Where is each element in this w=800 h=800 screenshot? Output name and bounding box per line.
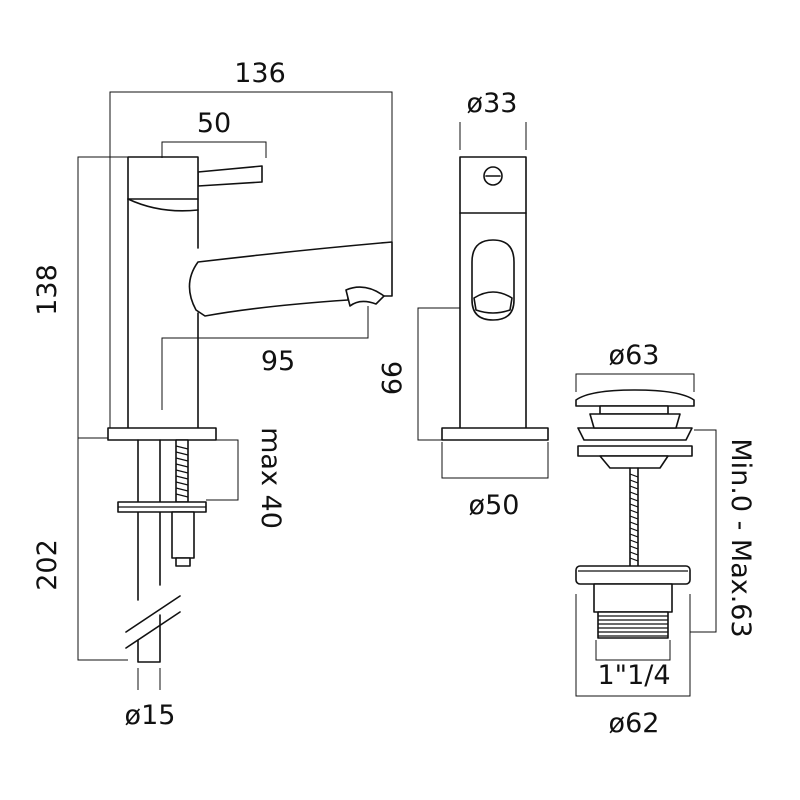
dim-cap-diameter: ø63 xyxy=(609,340,660,371)
body-cap xyxy=(127,156,199,200)
waste-cap xyxy=(575,389,695,407)
side-view-dimensions xyxy=(77,91,393,690)
spout xyxy=(188,241,393,317)
waste-spindle xyxy=(629,467,639,567)
tail-pipe xyxy=(137,439,161,663)
dim-spout-reach: 95 xyxy=(261,346,295,377)
dim-overall-reach: 136 xyxy=(234,58,286,89)
dim-body-diameter: ø33 xyxy=(467,88,518,119)
fixing-nut xyxy=(171,511,195,559)
dim-spout-height: 99 xyxy=(375,361,406,395)
tap-side-view xyxy=(107,156,393,663)
aerator xyxy=(345,286,385,307)
dim-lower-length: 202 xyxy=(32,539,63,591)
body-tube xyxy=(127,198,199,429)
dim-thread-size: 1"1/4 xyxy=(597,660,670,691)
waste-flange xyxy=(577,427,693,441)
dim-base-diameter: ø50 xyxy=(469,490,520,521)
waste-body xyxy=(593,583,673,613)
dim-tail-diameter: ø15 xyxy=(125,700,176,731)
base-plate xyxy=(107,427,217,441)
tap-front-view xyxy=(441,156,549,441)
threaded-stud xyxy=(175,439,189,503)
pop-up-waste xyxy=(575,389,695,639)
waste-back-nut xyxy=(575,565,691,585)
lever-handle xyxy=(197,165,263,187)
hot-cold-indicator xyxy=(483,166,503,186)
dim-max-deck: max 40 xyxy=(255,427,286,529)
dim-waste-body-diameter: ø62 xyxy=(609,708,660,739)
dim-lever-length: 50 xyxy=(197,108,231,139)
waste-dimensions xyxy=(575,373,717,697)
front-view-dimensions xyxy=(417,122,549,479)
front-base-plate xyxy=(441,427,549,441)
dim-body-height: 138 xyxy=(32,264,63,316)
dim-waste-range: Min.0 - Max.63 xyxy=(725,438,756,637)
